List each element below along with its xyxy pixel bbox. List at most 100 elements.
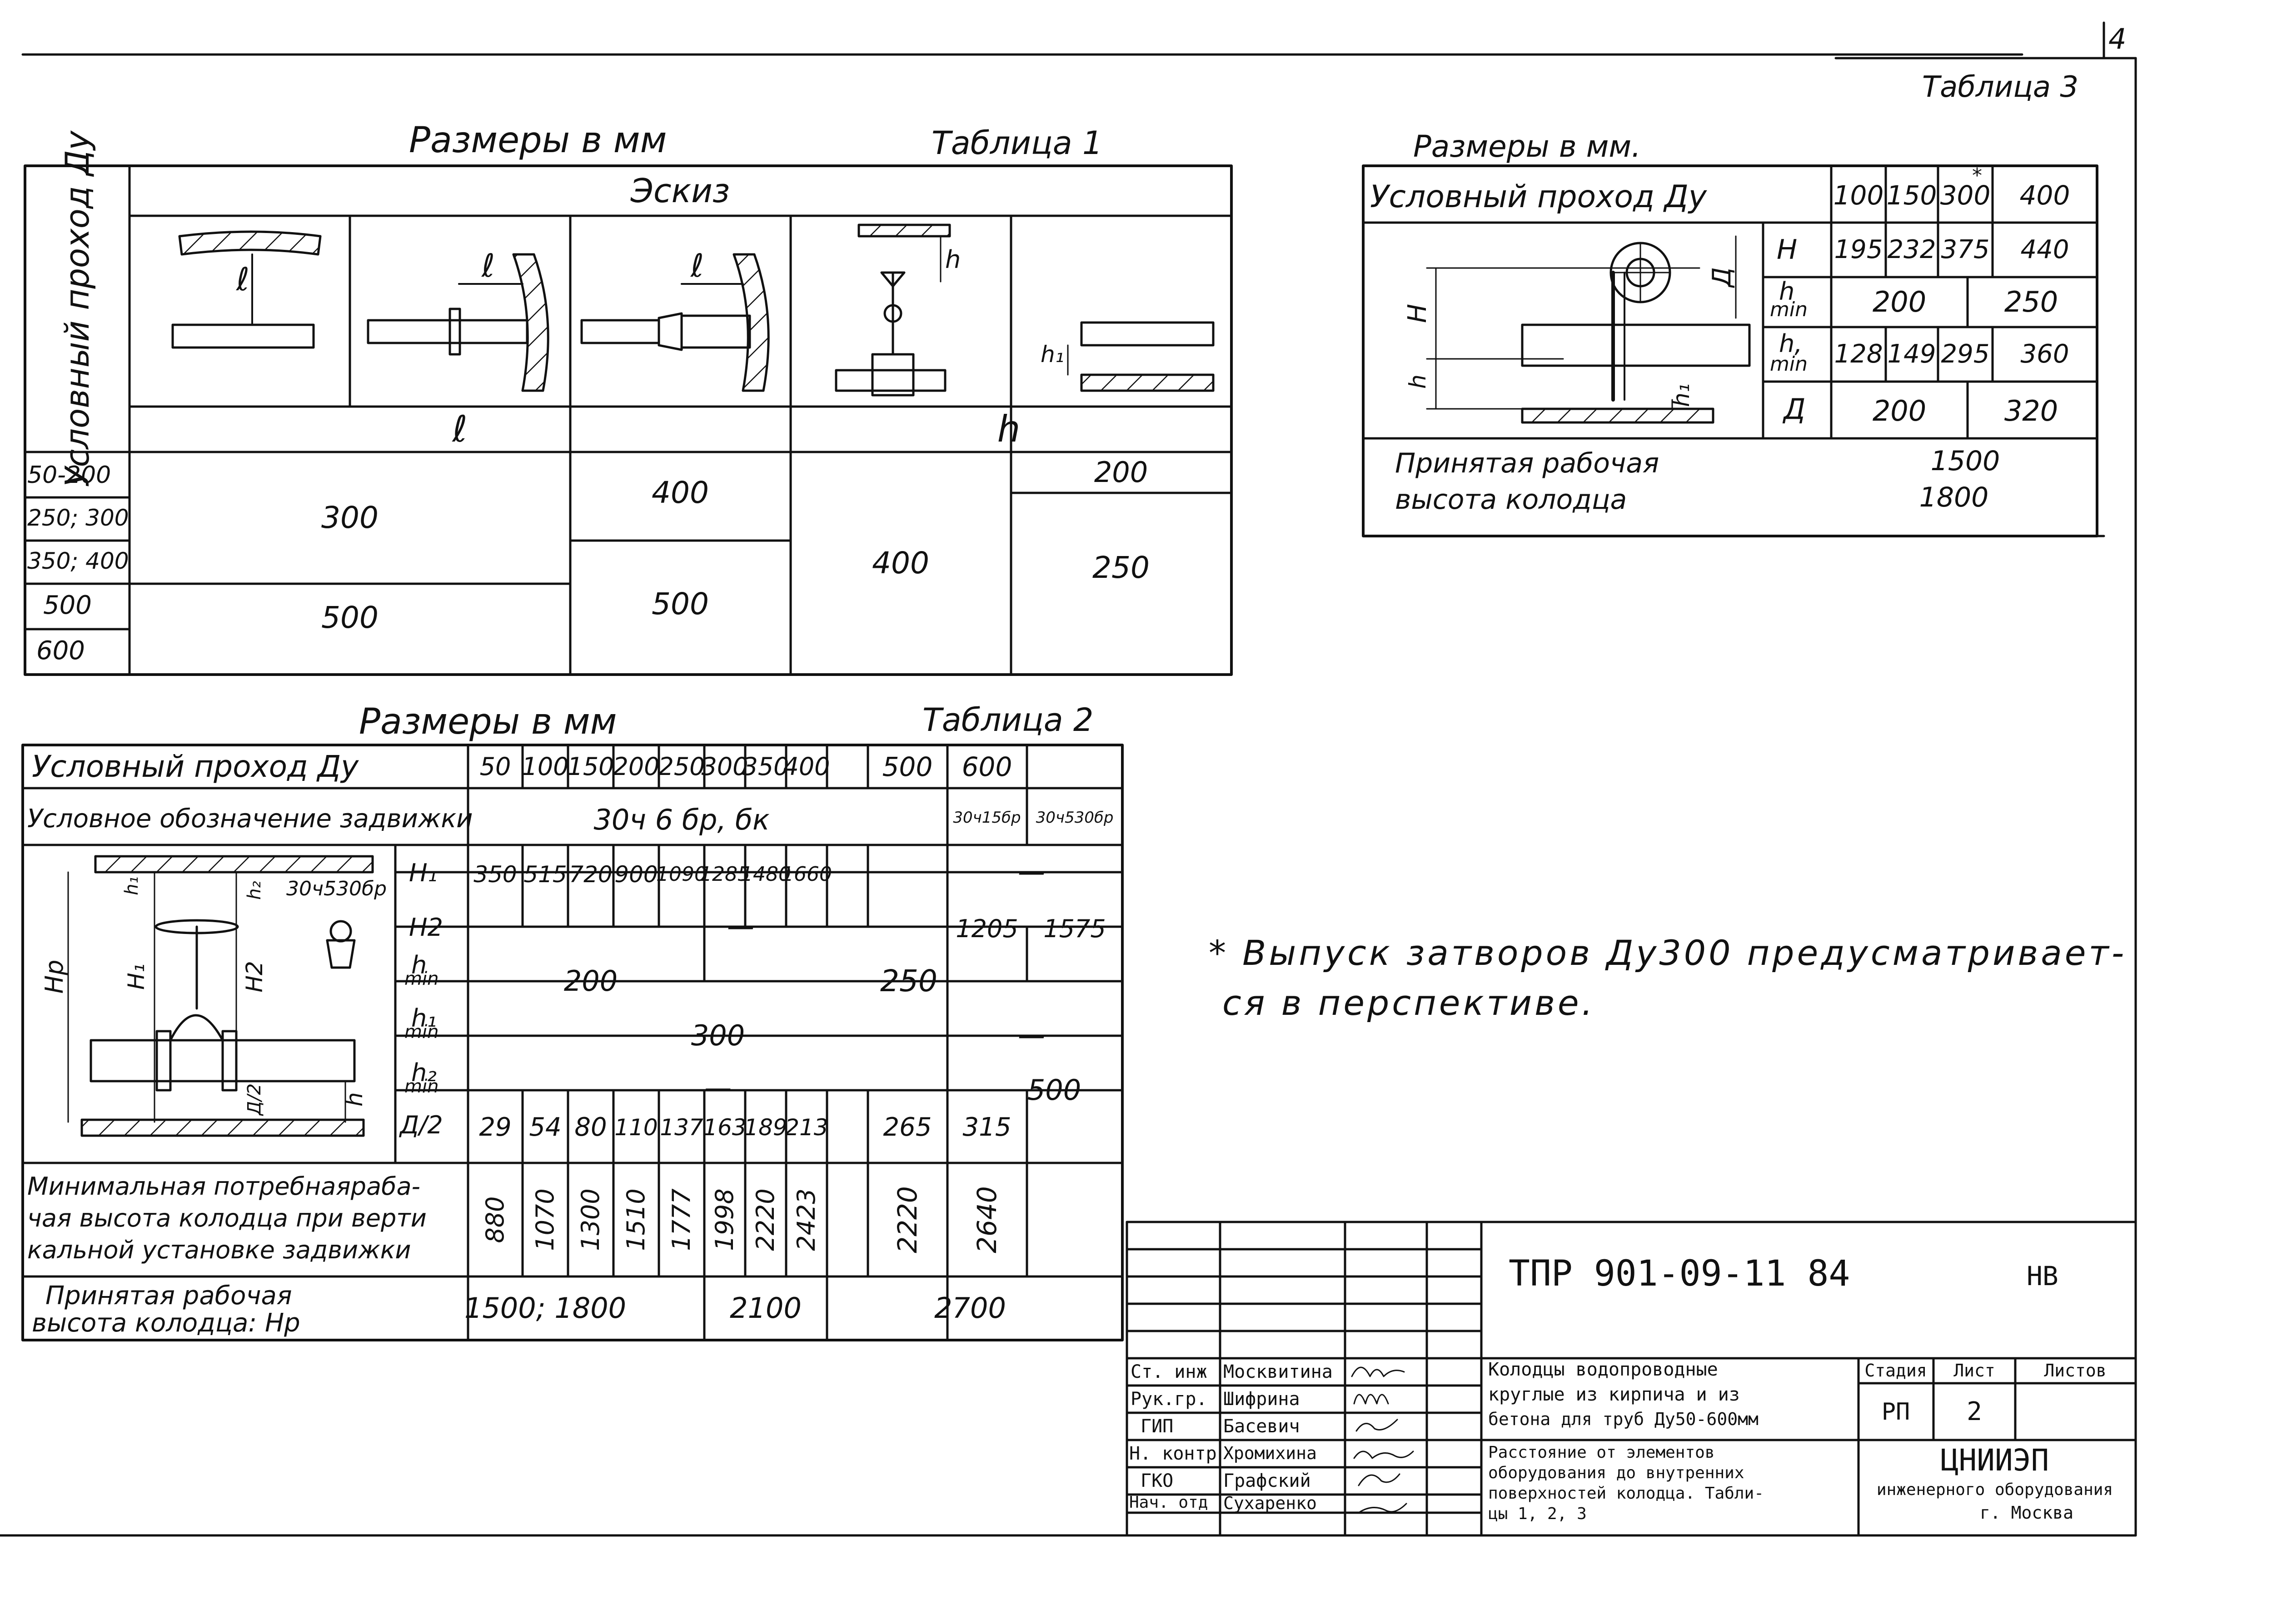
table3-p-H: H (1777, 234, 1798, 266)
stamp-role-5: Нач. отд (1129, 1493, 1208, 1512)
table1-grid (24, 164, 1233, 676)
table3-sketch-H: H (1403, 303, 1432, 323)
table2-du-2: 150 (567, 752, 614, 781)
table2-minh-2: 1300 (576, 1188, 605, 1251)
table2-h2min-dash: — (704, 1072, 732, 1104)
table2-H1-7: 1660 (781, 863, 832, 886)
table2-row-work-line-1: Принятая рабочая (45, 1281, 292, 1311)
stamp-name-2: Басевич (1223, 1416, 1300, 1437)
table2-row-minh-line-1: Минимальная потребнаяраба- (27, 1172, 421, 1201)
table2-work-c: 2700 (934, 1291, 1006, 1325)
table1-v500a: 500 (321, 600, 379, 635)
table2-p-H2: H2 (409, 913, 443, 942)
stamp-title-line-1: Колодцы водопроводные (1488, 1359, 1718, 1380)
table2-sketch-h: h (341, 1092, 368, 1107)
table3-row-du: Условный проход Ду (1370, 179, 1707, 215)
table2-p-h2min-sub: min (404, 1076, 439, 1097)
table3-p-D: Д (1784, 392, 1806, 426)
table3-sketch (1426, 235, 1751, 424)
table2-D2-0: 29 (479, 1112, 512, 1142)
table1-row-1: 250; 300 (27, 505, 129, 531)
stamp-role-1: Рук.гр. (1131, 1389, 1207, 1410)
table3-D-b: 320 (2004, 394, 2058, 427)
stamp-sheet-header: Лист (1953, 1361, 1995, 1381)
table2-minh-1: 1070 (531, 1188, 559, 1251)
table1-row-0: 50-200 (27, 462, 111, 489)
table1-row-2: 350; 400 (27, 548, 129, 574)
table2-minh-4: 1777 (667, 1188, 696, 1251)
table2-valve-600: 30ч530бр (1036, 809, 1114, 827)
table2-row-du: Условный проход Ду (32, 749, 359, 784)
table3-row-work-line-2: высота колодца (1395, 484, 1627, 516)
table1-v500b: 500 (652, 586, 709, 621)
table2-H2-500: 1205 (956, 914, 1018, 943)
table3-du-2: 300 (1940, 180, 1991, 211)
table3-row-work-line-1: Принятая рабочая (1395, 447, 1659, 479)
table2-sketch-h1: H₁ (123, 963, 149, 990)
table1-sketch-2 (367, 253, 549, 392)
stamp-name-5: Сухаренко (1223, 1493, 1317, 1513)
table2-H1-0: 350 (473, 861, 517, 888)
table3-h1min-0: 128 (1834, 339, 1883, 369)
sheet-frame (0, 21, 2137, 1537)
table3-du-3: 400 (2019, 180, 2070, 211)
table2-minh-5: 1998 (710, 1188, 739, 1251)
stamp-name-0: Москвитина (1223, 1361, 1333, 1382)
footnote-line-2: ся в перспективе. (1222, 983, 1595, 1023)
table2-du-9: 600 (962, 751, 1012, 782)
table2-minh-6: 2220 (751, 1188, 780, 1251)
signatures (1351, 1366, 1414, 1514)
table2-row-minh-line-3: кальной установке задвижки (27, 1236, 411, 1264)
table3-sketch-D: Д (1707, 267, 1737, 287)
stamp-title-line-2: круглые из кирпича и из (1488, 1384, 1740, 1405)
stamp-name-1: Шифрина (1223, 1389, 1300, 1410)
table3-H-0: 195 (1834, 235, 1883, 264)
table2-du-4: 250 (658, 752, 705, 781)
table2-D2-4: 137 (660, 1114, 703, 1141)
stamp-org-1: ЦНИИЭП (1940, 1443, 2049, 1478)
table2-p-hmin-sub: min (404, 968, 439, 989)
table2-H1-dash: — (1018, 856, 1045, 888)
stamp-name-4: Графский (1223, 1470, 1311, 1491)
stamp-sub-line-3: поверхностей колодца. Табли- (1488, 1484, 1764, 1503)
table2-H1-5: 1285 (699, 863, 750, 886)
table3-H-2: 375 (1941, 235, 1990, 264)
table3-hmin-b: 250 (2004, 285, 2058, 318)
table1-v300: 300 (321, 500, 379, 535)
stamp-sheet-code: НВ (2027, 1261, 2058, 1291)
table2-work-a: 1500; 1800 (464, 1291, 627, 1325)
table2-sketch-hh1: h₁ (121, 876, 142, 895)
table3-du-1: 150 (1886, 180, 1937, 211)
table3-sketch-h1: h₁ (1668, 383, 1694, 407)
table2-work-b: 2100 (730, 1291, 802, 1325)
table2-D2-2: 80 (574, 1112, 607, 1142)
stamp-role-0: Ст. инж (1131, 1361, 1207, 1382)
table1-head-l: ℓ (452, 408, 468, 450)
table2-hmin-a: 200 (563, 964, 618, 998)
stamp-sheets-header: Листов (2044, 1361, 2107, 1381)
table3-work-b: 1800 (1919, 482, 1989, 513)
table1-head-h: h (997, 408, 1021, 450)
table3-p-h1min: h, (1779, 329, 1803, 358)
table2-minh-7: 2423 (792, 1188, 821, 1251)
table1-label: Таблица 1 (932, 124, 1103, 162)
title-block-grid (1126, 1221, 2137, 1537)
table1-sketch-l-3: ℓ (691, 247, 704, 284)
table1-sketch-3 (580, 253, 770, 392)
table1-sketch-l-1: ℓ (236, 261, 249, 298)
table1-sketch-5 (1067, 321, 1215, 392)
table2-D2-6: 189 (744, 1114, 787, 1141)
table2-hmin-b: 250 (880, 963, 937, 998)
table2-sketch-valve-label: 30ч530бр (286, 877, 387, 900)
table2-valve-500: 30ч15бр (953, 809, 1021, 827)
table3-sketch-h: h (1405, 374, 1431, 389)
table2-H2-600: 1575 (1043, 914, 1106, 943)
table3-work-a: 1500 (1930, 445, 2000, 477)
table1-sketch-h: h (945, 245, 961, 274)
table3-H-1: 232 (1887, 235, 1936, 264)
table2-h1min-a: 300 (691, 1019, 745, 1052)
table3-p-h1min-sub: min (1770, 353, 1808, 376)
table2-sketch (67, 855, 374, 1137)
table3-du-star: * (1972, 164, 1982, 187)
